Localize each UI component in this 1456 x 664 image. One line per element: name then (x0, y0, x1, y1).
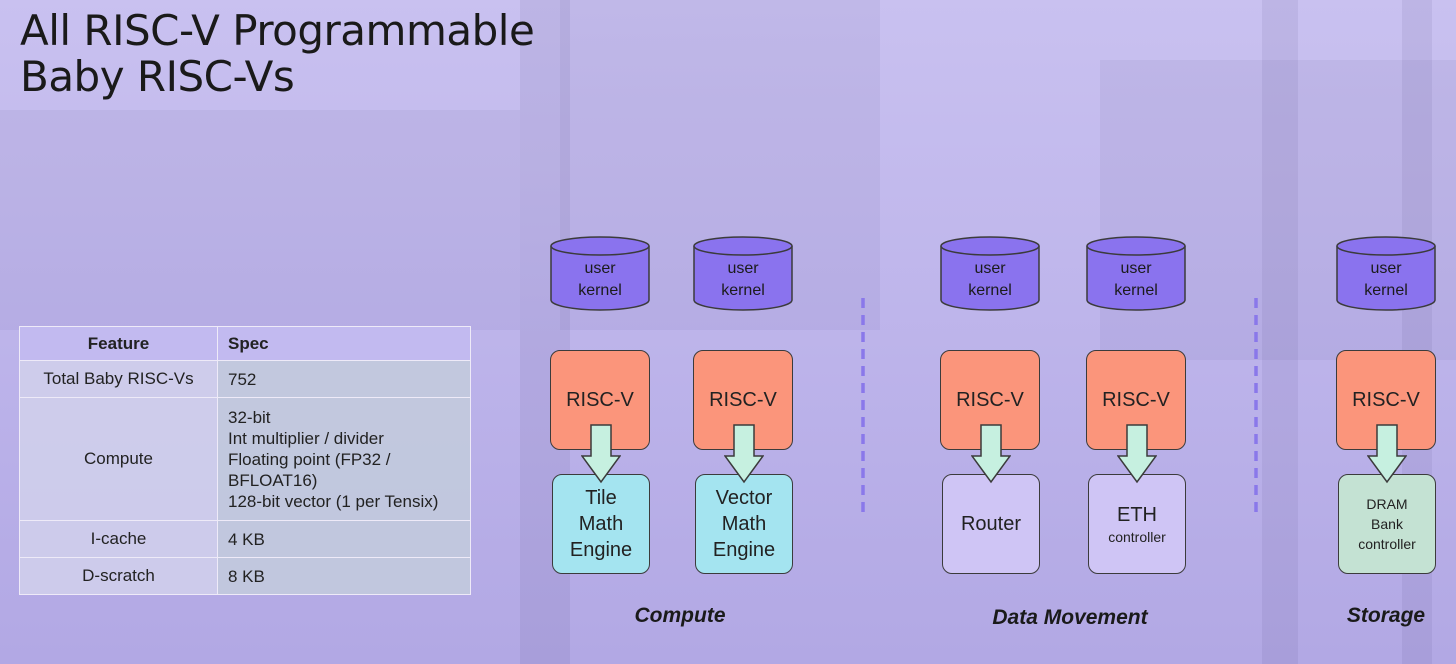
table-row: I-cache 4 KB (19, 520, 471, 558)
cylinder-label: user kernel (940, 258, 1040, 302)
spec-line: 8 KB (228, 566, 265, 586)
spec-line: 128-bit vector (1 per Tensix) (228, 491, 439, 511)
spec-line: Floating point (FP32 / (228, 449, 391, 469)
engine-label-line: Engine (569, 539, 633, 561)
spec-cell: 752 (217, 360, 471, 398)
cylinder-label-line: user (1370, 260, 1402, 277)
spec-line: BFLOAT16) (228, 470, 318, 490)
title-line-1: All RISC-V Programmable (20, 6, 535, 55)
down-arrow-icon (1367, 424, 1407, 484)
engine-label-line: ETH (1117, 504, 1157, 526)
engine-box: ETH controller (1088, 474, 1186, 574)
table-row: D-scratch 8 KB (19, 557, 471, 595)
spec-table: Feature Spec Total Baby RISC-Vs 752 Comp… (19, 326, 471, 595)
cylinder-label: user kernel (1336, 258, 1436, 302)
engine-box: DRAM Bank controller (1338, 474, 1436, 574)
user-kernel-cylinder-icon (550, 236, 650, 311)
engine-box: Vector Math Engine (695, 474, 793, 574)
cylinder-label: user kernel (1086, 258, 1186, 302)
spec-cell: 32-bit Int multiplier / divider Floating… (217, 397, 471, 521)
down-arrow-icon (724, 424, 764, 484)
header-feature: Feature (19, 326, 218, 361)
engine-box: Router (942, 474, 1040, 574)
engine-label-line: Engine (712, 539, 776, 561)
engine-label-line: controller (1108, 529, 1166, 545)
header-spec: Spec (217, 326, 471, 361)
feature-cell: I-cache (19, 520, 218, 558)
user-kernel-cylinder-icon (1336, 236, 1436, 311)
cylinder-label-line: user (584, 260, 616, 277)
group-label-compute: Compute (634, 604, 726, 627)
group-divider (861, 298, 865, 512)
cylinder-label-line: user (1120, 260, 1152, 277)
down-arrow-icon (1117, 424, 1157, 484)
spec-line: Int multiplier / divider (228, 428, 384, 448)
spec-cell: 8 KB (217, 557, 471, 595)
feature-cell: D-scratch (19, 557, 218, 595)
spec-cell: 4 KB (217, 520, 471, 558)
cylinder-label-line: kernel (968, 282, 1012, 299)
cylinder-label-line: kernel (721, 282, 765, 299)
engine-label-line: Bank (1371, 516, 1403, 532)
cylinder-label: user kernel (693, 258, 793, 302)
engine-label-line: controller (1358, 536, 1416, 552)
engine-label-line: Math (721, 513, 767, 535)
cylinder-label-line: kernel (578, 282, 622, 299)
engine-label-line: Vector (715, 487, 773, 509)
feature-cell: Total Baby RISC-Vs (19, 360, 218, 398)
table-row: Total Baby RISC-Vs 752 (19, 360, 471, 398)
cylinder-label-line: kernel (1114, 282, 1158, 299)
user-kernel-cylinder-icon (1086, 236, 1186, 311)
group-label-storage: Storage (1346, 604, 1426, 627)
table-header-row: Feature Spec (19, 326, 471, 361)
spec-line: 4 KB (228, 529, 265, 549)
cylinder-label: user kernel (550, 258, 650, 302)
group-divider (1254, 298, 1258, 512)
table-row: Compute 32-bit Int multiplier / divider … (19, 397, 471, 521)
engine-label-line: Tile (585, 487, 617, 509)
riscv-core: RISC-V (693, 350, 793, 450)
down-arrow-icon (971, 424, 1011, 484)
engine-box: Tile Math Engine (552, 474, 650, 574)
user-kernel-cylinder-icon (940, 236, 1040, 311)
page-title: All RISC-V Programmable Baby RISC-Vs (20, 6, 535, 101)
cylinder-label-line: user (727, 260, 759, 277)
spec-line: 752 (228, 369, 257, 389)
group-label-data-movement: Data Movement (992, 606, 1148, 629)
cylinder-label-line: user (974, 260, 1006, 277)
engine-label-line: Router (960, 513, 1022, 535)
cylinder-label-line: kernel (1364, 282, 1408, 299)
spec-line: 32-bit (228, 407, 271, 427)
user-kernel-cylinder-icon (693, 236, 793, 311)
title-line-2: Baby RISC-Vs (20, 52, 295, 101)
engine-label-line: Math (578, 513, 624, 535)
down-arrow-icon (581, 424, 621, 484)
feature-cell: Compute (19, 397, 218, 521)
engine-label-line: DRAM (1366, 496, 1408, 512)
